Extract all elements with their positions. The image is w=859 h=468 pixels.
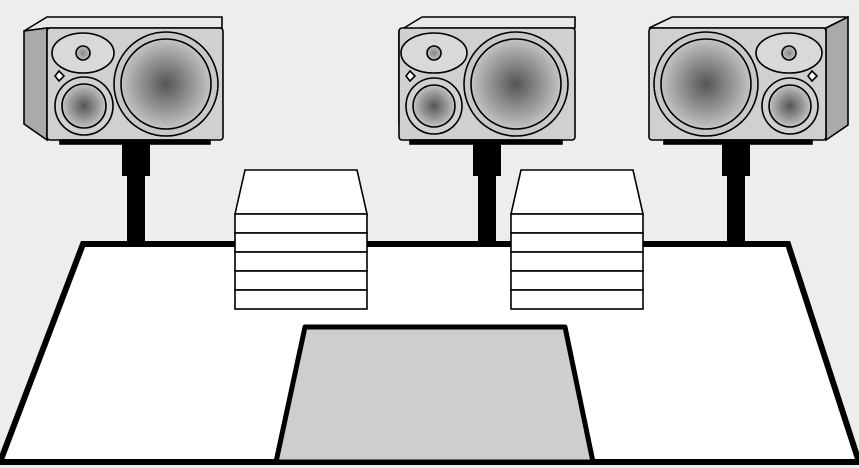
pad-top bbox=[233, 169, 369, 215]
midrange-driver bbox=[412, 84, 456, 128]
pad-layer bbox=[234, 213, 368, 234]
woofer-driver bbox=[120, 38, 212, 130]
speaker-foot bbox=[409, 139, 563, 145]
speaker-stands bbox=[122, 142, 750, 246]
left-speaker bbox=[23, 16, 224, 145]
midrange-driver bbox=[61, 83, 107, 129]
speaker-side bbox=[825, 15, 849, 142]
midrange-driver bbox=[768, 84, 812, 128]
pad-layer bbox=[234, 289, 368, 310]
port-indicator bbox=[404, 69, 417, 83]
center-speaker bbox=[398, 16, 576, 145]
woofer-driver bbox=[660, 38, 752, 130]
tweeter bbox=[781, 45, 797, 61]
center-stand bbox=[473, 142, 501, 246]
desk-mat bbox=[273, 324, 596, 465]
tweeter bbox=[426, 45, 442, 61]
speaker-foot bbox=[59, 139, 211, 145]
speaker-top bbox=[648, 16, 849, 29]
speaker-side bbox=[23, 27, 48, 142]
pad-layer bbox=[510, 270, 644, 291]
right-stand bbox=[722, 142, 750, 246]
pad-layer bbox=[234, 232, 368, 253]
pad-top bbox=[509, 169, 645, 215]
port-indicator bbox=[53, 69, 66, 83]
pad-layer bbox=[510, 213, 644, 234]
woofer-driver bbox=[470, 38, 562, 130]
speaker-foot bbox=[663, 139, 813, 145]
pad-layer bbox=[510, 289, 644, 310]
left-monitor-pad-stack bbox=[233, 169, 369, 310]
port-indicator bbox=[806, 69, 819, 83]
pad-layer bbox=[234, 251, 368, 272]
right-speaker bbox=[648, 15, 849, 145]
tweeter bbox=[75, 45, 91, 61]
pad-layer bbox=[510, 232, 644, 253]
right-monitor-pad-stack bbox=[509, 169, 645, 310]
pad-layer bbox=[510, 251, 644, 272]
pad-layer bbox=[234, 270, 368, 291]
left-stand bbox=[122, 142, 150, 246]
